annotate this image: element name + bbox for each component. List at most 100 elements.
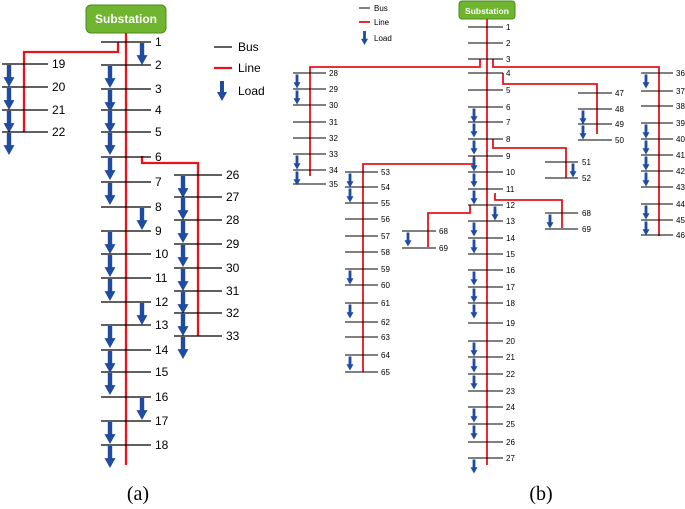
- load-icon: [346, 270, 354, 285]
- load-icon: [177, 337, 189, 359]
- bus-label: 12: [155, 295, 169, 309]
- main-feeder-buses-b: 1234567891011121314151617181920212223242…: [468, 23, 515, 474]
- load-icon: [642, 205, 650, 220]
- load-icon: [579, 125, 587, 140]
- bus-label: 60: [381, 281, 390, 290]
- bus-label: 27: [506, 454, 515, 463]
- legend-bus-label-a: Bus: [238, 40, 259, 54]
- bus-label: 55: [381, 199, 390, 208]
- bus-label: 45: [676, 216, 685, 225]
- bus-label: 13: [155, 318, 169, 332]
- load-icon: [470, 173, 478, 188]
- bus-label: 27: [226, 190, 240, 204]
- bus-label: 2: [155, 58, 162, 72]
- bus-label: 30: [329, 101, 338, 110]
- bus-label: 43: [676, 183, 685, 192]
- bus-label: 34: [329, 166, 338, 175]
- load-icon: [642, 172, 650, 187]
- bus-label: 1: [155, 35, 162, 49]
- bus-label: 63: [381, 333, 390, 342]
- load-icon: [569, 163, 577, 178]
- bus-label: 61: [381, 299, 390, 308]
- bus-label: 15: [506, 250, 515, 259]
- load-icon: [470, 459, 478, 474]
- caption-b: (b): [529, 483, 552, 505]
- load-icon: [104, 255, 116, 277]
- load-icon: [104, 158, 116, 180]
- bus-label: 3: [506, 55, 511, 64]
- load-icon: [136, 208, 148, 230]
- load-icon: [470, 342, 478, 357]
- load-icon: [177, 245, 189, 267]
- load-icon: [470, 140, 478, 155]
- load-icon: [642, 124, 650, 139]
- bus-label: 49: [615, 120, 624, 129]
- bus-label: 30: [226, 261, 240, 275]
- legend-load-label-b: Load: [374, 34, 392, 43]
- load-icon: [579, 110, 587, 125]
- load-icon: [136, 43, 148, 65]
- bus-label: 18: [506, 299, 515, 308]
- bus-label: 38: [676, 102, 685, 111]
- load-icon: [346, 173, 354, 188]
- bus-label: 8: [155, 200, 162, 214]
- load-icon: [177, 314, 189, 336]
- bus-label: 44: [676, 200, 685, 209]
- bus-label: 12: [506, 201, 515, 210]
- bus-label: 48: [615, 105, 624, 114]
- legend-line-label-b: Line: [374, 18, 390, 27]
- load-icon: [491, 206, 499, 221]
- bus-label: 28: [329, 69, 338, 78]
- bus-label: 25: [506, 420, 515, 429]
- panel-b: Substation Bus Line Load 123456789101112…: [293, 0, 685, 505]
- bus-label: 9: [506, 152, 511, 161]
- load-icon: [470, 123, 478, 138]
- bus-label: 8: [506, 135, 511, 144]
- bus-label: 9: [155, 224, 162, 238]
- bus-label: 22: [52, 125, 66, 139]
- bus-label: 22: [506, 370, 515, 379]
- load-icon: [346, 356, 354, 371]
- bus-label: 20: [506, 337, 515, 346]
- bus-label: 65: [381, 368, 390, 377]
- bus-label: 40: [676, 135, 685, 144]
- load-icon: [3, 111, 15, 133]
- load-icon: [361, 31, 368, 45]
- substation-label-b: Substation: [465, 6, 509, 16]
- load-icon: [104, 279, 116, 301]
- bus-label: 29: [329, 85, 338, 94]
- load-icon: [642, 74, 650, 89]
- bus-label: 41: [676, 151, 685, 160]
- bus-label: 5: [155, 125, 162, 139]
- load-icon: [470, 108, 478, 123]
- bus-label: 47: [615, 89, 624, 98]
- bus-label: 52: [582, 174, 591, 183]
- feeder-line-b-51: [492, 139, 567, 178]
- bus-label: 23: [506, 387, 515, 396]
- bus-label: 10: [506, 168, 515, 177]
- bus-label: 68: [582, 209, 591, 218]
- bus-label: 58: [381, 248, 390, 257]
- bus-label: 7: [506, 118, 511, 127]
- bus-label: 69: [582, 225, 591, 234]
- load-icon: [470, 271, 478, 286]
- bus-label: 4: [155, 103, 162, 117]
- load-icon: [104, 326, 116, 348]
- load-icon: [104, 422, 116, 444]
- legend-load-label-a: Load: [238, 84, 265, 98]
- load-icon: [293, 155, 301, 170]
- bus-label: 16: [155, 390, 169, 404]
- bus-label: 33: [226, 329, 240, 343]
- feeder-line-a-left: [22, 42, 120, 132]
- legend-a: Bus Line Load: [214, 40, 265, 101]
- load-icon: [3, 65, 15, 87]
- load-icon: [104, 232, 116, 254]
- bus-label: 59: [381, 265, 390, 274]
- load-icon: [177, 221, 189, 243]
- load-icon: [293, 90, 301, 105]
- load-icon: [470, 358, 478, 373]
- bus-label: 21: [506, 353, 515, 362]
- feeder-line-b-68a: [427, 205, 471, 247]
